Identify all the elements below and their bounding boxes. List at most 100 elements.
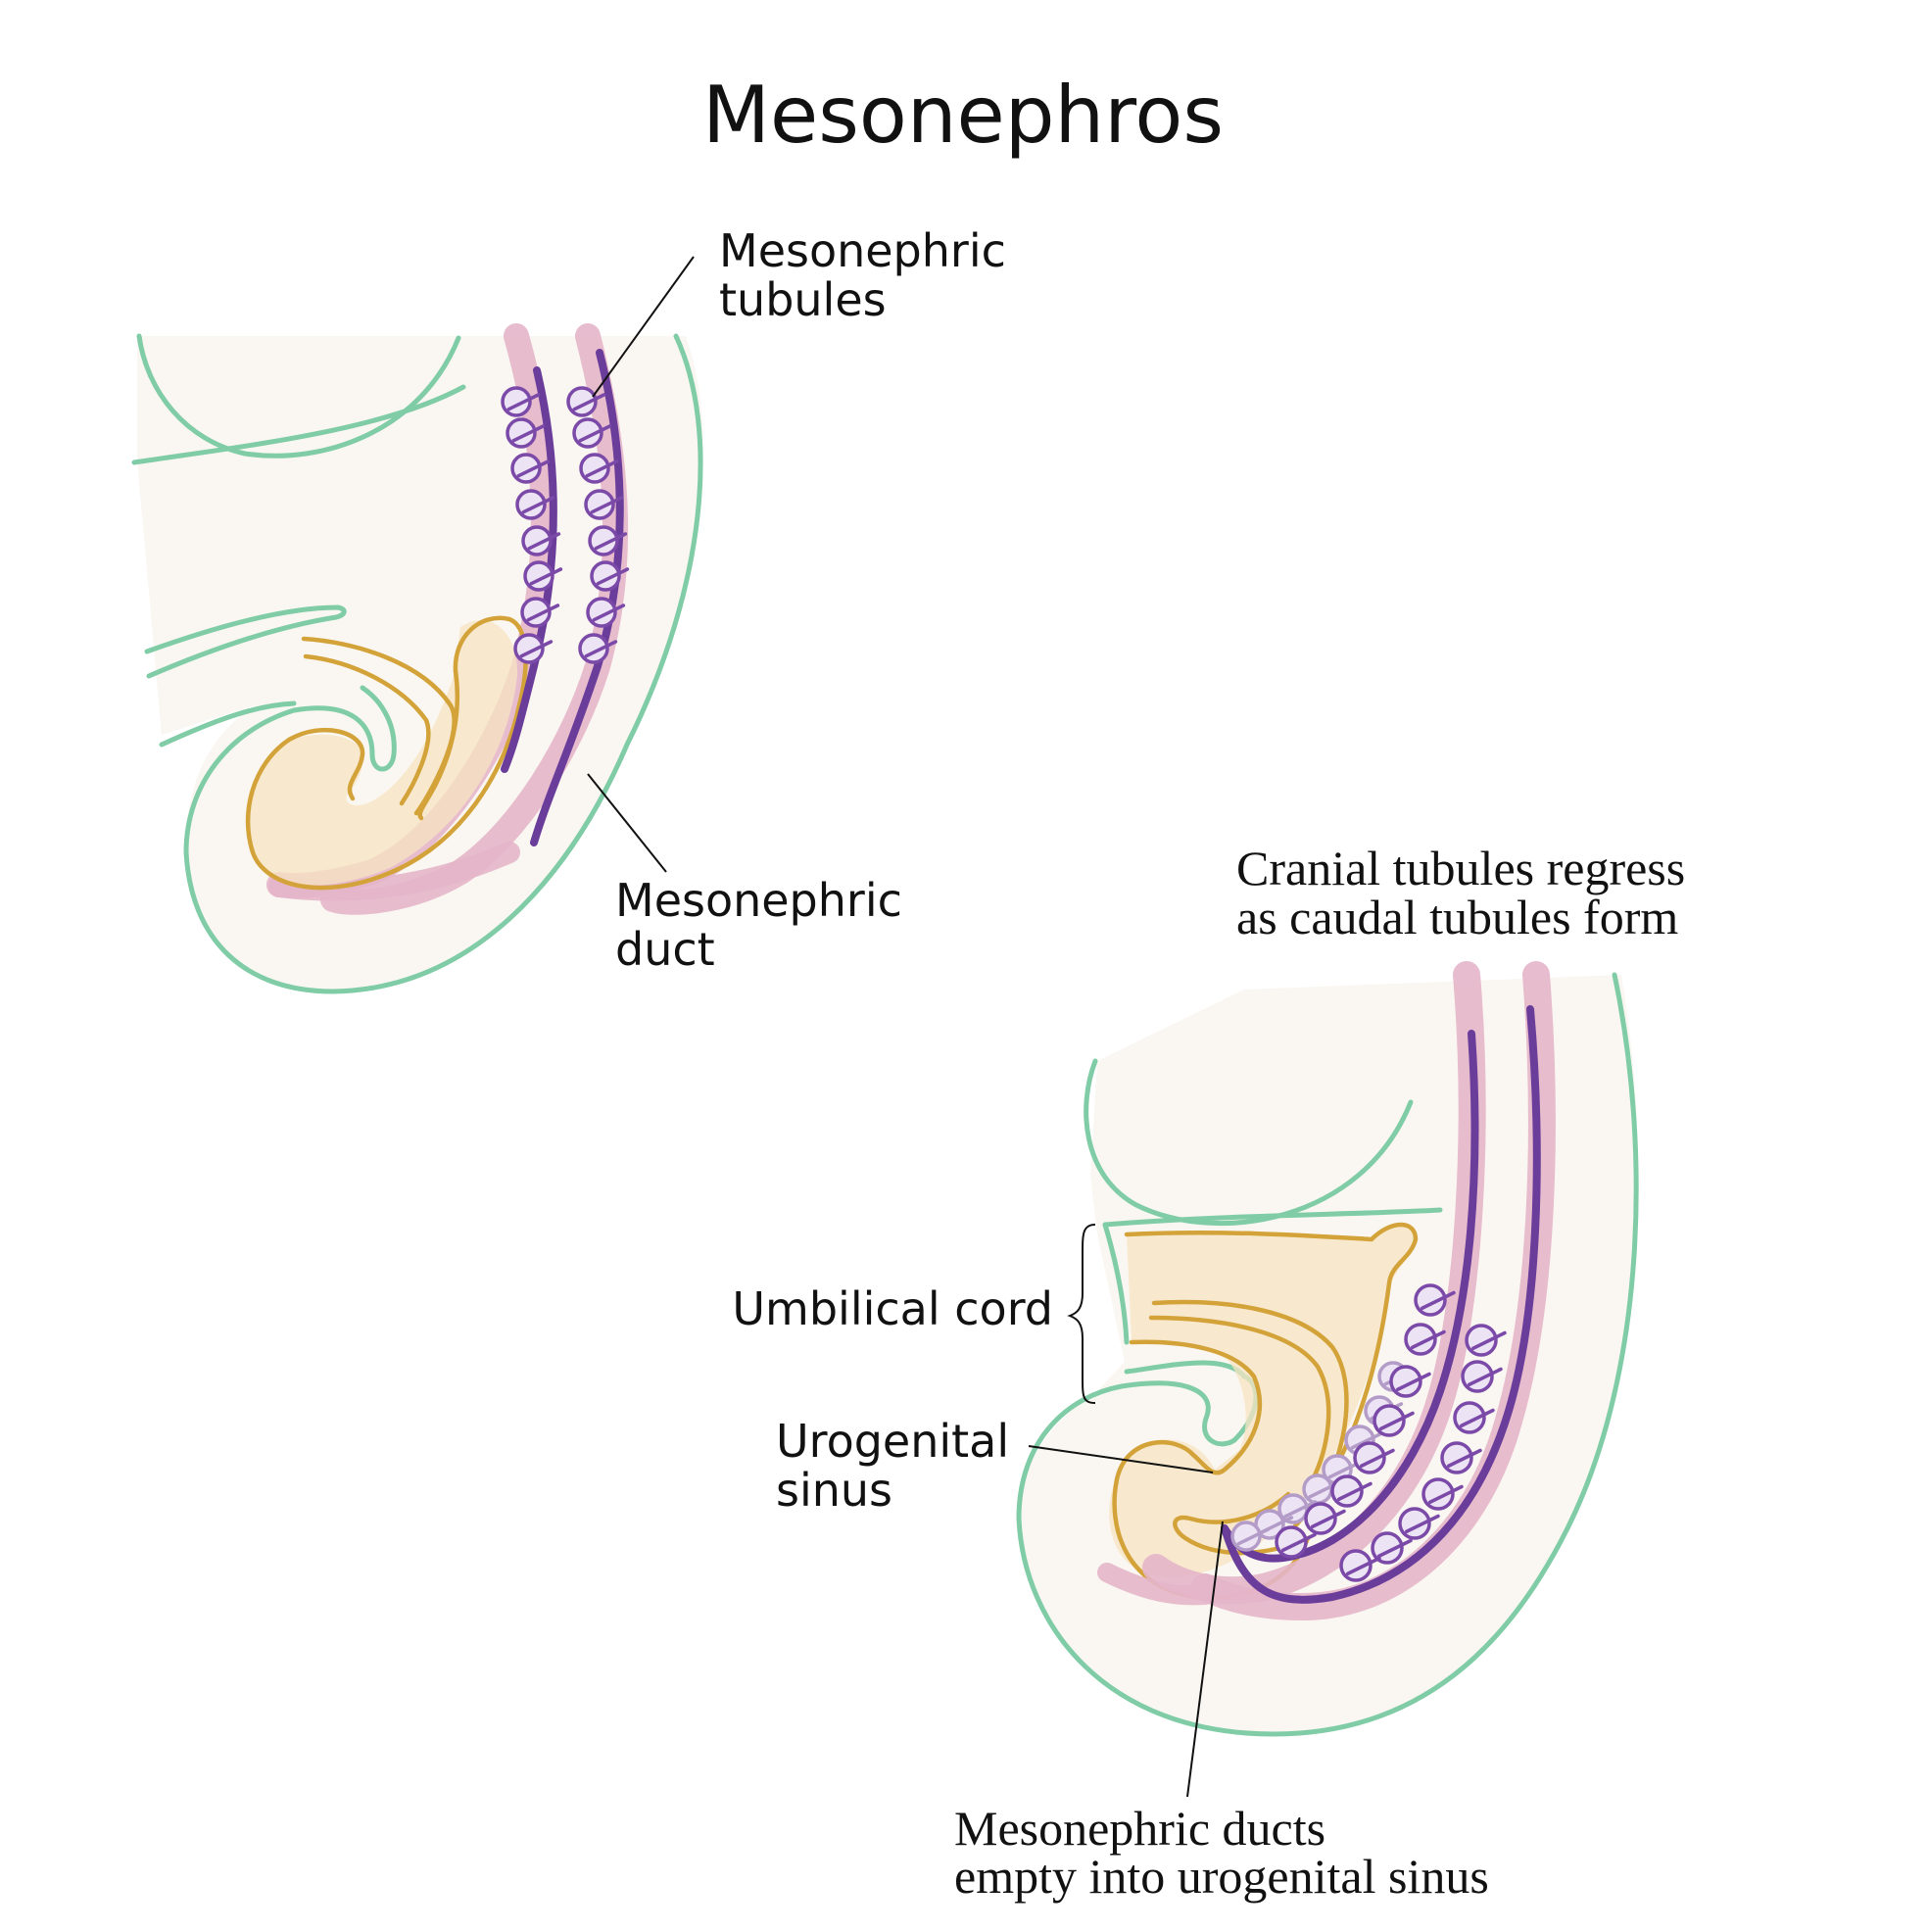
tubule-tubulesLeftB-5-stalk xyxy=(594,532,628,551)
tubule-tubulesLeftA-5 xyxy=(521,525,561,556)
late-cord-gut-low xyxy=(1129,1339,1263,1475)
early-middle-line-a xyxy=(144,604,347,679)
late-cord-gut-mid2 xyxy=(1148,1315,1331,1482)
tubule-tubulesRightA-4 xyxy=(1373,1404,1415,1437)
tubule-tubulesRightA-2-stalk xyxy=(1411,1329,1446,1349)
tubule-tubulesRightA-1 xyxy=(1414,1283,1456,1317)
tubule-tubulesRightB-6-stalk xyxy=(1405,1514,1440,1533)
tubule-tubulesRightB-7-stalk xyxy=(1377,1538,1413,1558)
tubule-tubulesLeftA-6-stalk xyxy=(529,567,563,586)
label-mesonephric-duct-2: duct xyxy=(615,923,715,976)
late-gut-fill xyxy=(1109,1226,1416,1577)
tubule-tubulesLeftB-2 xyxy=(572,417,612,449)
label-urogenital-sinus-2: sinus xyxy=(776,1464,892,1517)
tubule-tubulesRightA-6-stalk xyxy=(1337,1481,1373,1501)
early-middle-line-b xyxy=(159,700,297,748)
tubule-tubulesRightFade-4-stalk xyxy=(1327,1461,1362,1479)
late-cord-line-top xyxy=(1102,1222,1130,1345)
tubule-tubulesLeftB-4-stalk xyxy=(590,496,624,514)
tubule-tubulesLeftB-7 xyxy=(586,597,626,628)
tubule-tubulesRightFade-8 xyxy=(1230,1521,1271,1552)
tubule-tubulesRightFade-6-stalk xyxy=(1283,1500,1318,1519)
late-tubules-medial xyxy=(1275,1283,1456,1559)
tubule-tubulesRightB-8-stalk xyxy=(1346,1556,1381,1575)
late-tail-band xyxy=(1097,1563,1215,1606)
tubule-tubulesRightFade-3-stalk xyxy=(1350,1431,1384,1450)
label-cranial-note-2: as caudal tubules form xyxy=(1236,890,1678,944)
label-urogenital-sinus-1: Urogenital xyxy=(776,1415,1009,1468)
tubule-tubulesLeftA-4 xyxy=(515,489,555,520)
label-mesonephric-tubules-1: Mesonephric xyxy=(719,224,1006,277)
tubule-tubulesRightB-1 xyxy=(1465,1324,1507,1357)
tubule-tubulesRightA-8-stalk xyxy=(1281,1532,1317,1552)
label-umbilical-cord: Umbilical cord xyxy=(732,1282,1053,1335)
tubule-tubulesRightFade-6 xyxy=(1277,1493,1318,1524)
tubule-tubulesRightB-6 xyxy=(1398,1507,1440,1540)
early-embryo xyxy=(131,323,703,994)
tubule-tubulesRightB-4-stalk xyxy=(1447,1448,1482,1468)
tubule-tubulesLeftB-5 xyxy=(588,525,628,556)
label-cranial-note-1: Cranial tubules regress xyxy=(1236,841,1685,895)
tubule-tubulesRightA-5 xyxy=(1353,1441,1395,1474)
tubule-tubulesLeftB-3 xyxy=(579,453,619,484)
tubule-tubulesRightB-1-stalk xyxy=(1471,1330,1507,1350)
tubule-tubulesRightB-5 xyxy=(1421,1477,1464,1511)
late-tubules-lateral xyxy=(1339,1324,1507,1582)
tubule-tubulesLeftB-3-stalk xyxy=(585,459,619,478)
tubule-tubulesLeftA-7-stalk xyxy=(526,604,560,622)
label-ducts-empty-2: empty into urogenital sinus xyxy=(954,1849,1489,1904)
leader-urogenital-sinus xyxy=(1028,1445,1214,1473)
early-head-curve xyxy=(136,333,461,459)
early-hindgut-body xyxy=(245,615,528,891)
tubule-tubulesRightB-2 xyxy=(1461,1360,1503,1393)
tubule-tubulesLeftB-1 xyxy=(566,386,606,417)
late-cord-gut-top xyxy=(1124,1222,1419,1531)
tubule-tubulesLeftA-5-stalk xyxy=(527,532,561,551)
label-mesonephric-duct-1: Mesonephric xyxy=(615,874,902,927)
tubule-tubulesRightB-2-stalk xyxy=(1468,1367,1503,1386)
tubule-tubulesRightB-3-stalk xyxy=(1460,1408,1495,1427)
tubule-tubulesRightA-8 xyxy=(1275,1525,1317,1559)
tubule-tubulesLeftB-7-stalk xyxy=(592,604,626,622)
tubule-tubulesLeftA-1-stalk xyxy=(506,393,541,411)
tubule-tubulesRightB-3 xyxy=(1453,1401,1495,1434)
early-tail-band xyxy=(268,842,520,901)
umbilical-brace xyxy=(1067,1224,1096,1404)
tubule-tubulesRightA-3-stalk xyxy=(1396,1372,1431,1391)
tubule-tubulesRightA-1-stalk xyxy=(1421,1290,1456,1310)
leader-ducts-empty xyxy=(1186,1521,1224,1798)
tubule-tubulesLeftA-2 xyxy=(506,417,546,449)
late-cord-gut-mid xyxy=(1151,1299,1349,1492)
tubule-tubulesRightA-3 xyxy=(1389,1365,1431,1398)
tubule-tubulesLeftB-6-stalk xyxy=(596,567,630,586)
tubule-tubulesLeftA-1 xyxy=(501,386,541,417)
tubule-tubulesRightB-8 xyxy=(1339,1549,1381,1582)
tubule-tubulesLeftA-3 xyxy=(510,453,551,484)
tubule-tubulesLeftB-2-stalk xyxy=(578,424,612,443)
title: Mesonephros xyxy=(702,70,1224,161)
tubule-tubulesRightA-6 xyxy=(1330,1474,1373,1508)
tubule-tubulesLeftA-7 xyxy=(520,597,560,628)
leader-tubules xyxy=(592,256,695,398)
tubule-tubulesLeftB-1-stalk xyxy=(572,393,606,411)
tubule-tubulesLeftA-4-stalk xyxy=(521,496,555,514)
tubule-tubulesRightFade-8-stalk xyxy=(1236,1527,1271,1546)
tubule-tubulesLeftB-6 xyxy=(590,560,630,592)
late-mesoderm-band-outer xyxy=(1191,961,1556,1621)
tubule-tubulesLeftB-8 xyxy=(578,633,618,664)
tubule-tubulesLeftB-8-stalk xyxy=(584,640,618,658)
tubule-tubulesRightA-5-stalk xyxy=(1360,1448,1395,1468)
label-mesonephric-tubules-2: tubules xyxy=(719,273,887,326)
tubule-tubulesRightB-4 xyxy=(1440,1441,1482,1474)
early-allantois xyxy=(417,668,460,821)
label-ducts-empty-1: Mesonephric ducts xyxy=(954,1801,1325,1856)
tubule-tubulesRightB-7 xyxy=(1371,1531,1413,1565)
late-upper-line xyxy=(1102,1207,1443,1228)
late-mesonephric-duct-medial xyxy=(1221,1030,1479,1563)
tubule-tubulesLeftA-8-stalk xyxy=(519,640,554,658)
tubule-tubulesRightA-7-stalk xyxy=(1311,1509,1346,1528)
late-head-curve xyxy=(1084,1058,1414,1227)
early-upper-line xyxy=(131,384,466,465)
